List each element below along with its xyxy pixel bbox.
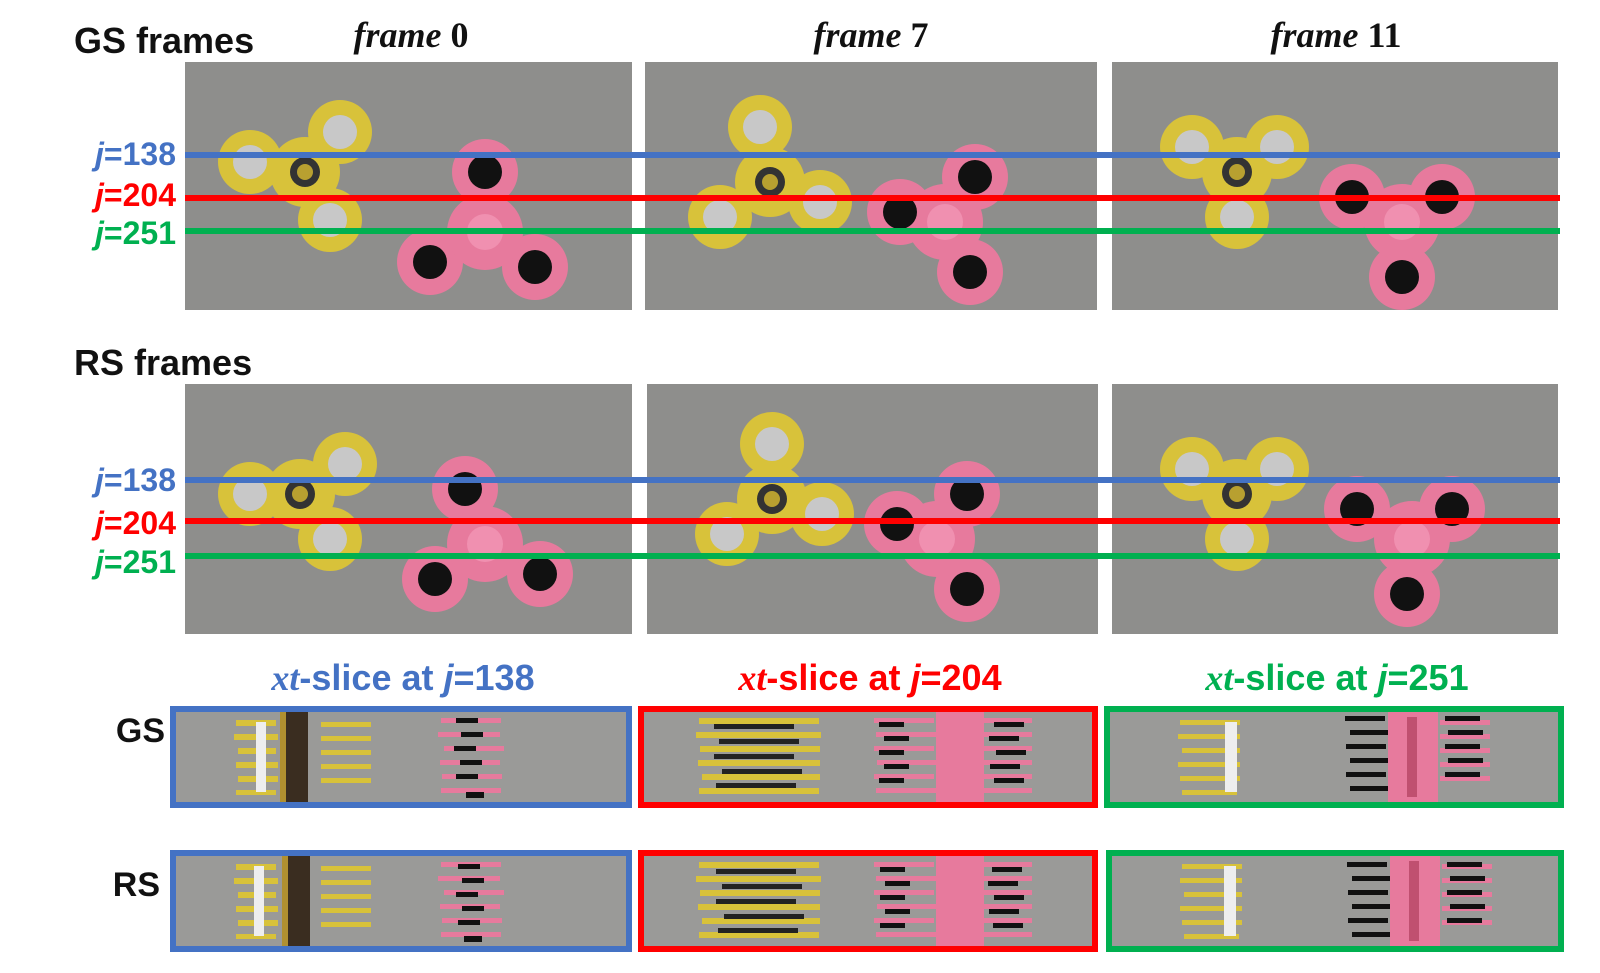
frame-title-0: frame 0 <box>353 15 469 55</box>
gs-slice-251 <box>1104 706 1564 808</box>
gs-frames-label: GS frames <box>74 20 255 61</box>
gs-scanline-label-251: j=251 <box>95 215 176 251</box>
slice-title-251: xt-slice at j=251 <box>1205 657 1469 698</box>
gs-frame-7-image <box>645 62 1097 310</box>
rs-frames-label: RS frames <box>74 342 253 383</box>
frame-title-11: frame 11 <box>1270 15 1402 55</box>
slice-title-204: xt-slice at j=204 <box>738 657 1002 698</box>
slice-title-138: xt-slice at j=138 <box>271 657 535 698</box>
rs-scanline-label-204: j=204 <box>95 505 176 541</box>
gs-frame-0-image <box>185 62 632 310</box>
gs-scanline-138 <box>185 152 1560 158</box>
rs-frame-11-image <box>1112 384 1558 634</box>
rs-slice-251 <box>1106 850 1564 952</box>
gs-scanline-label-204: j=204 <box>95 177 176 213</box>
gs-scanline-204 <box>185 195 1560 201</box>
rs-scanline-251 <box>185 553 1560 559</box>
rs-scanline-label-251: j=251 <box>95 544 176 580</box>
gs-frame-11-image <box>1112 62 1558 310</box>
rs-slice-204 <box>638 850 1098 952</box>
rs-scanline-138 <box>185 477 1560 483</box>
rs-frame-7-image <box>647 384 1098 634</box>
gs-scanline-label-138: j=138 <box>95 136 176 172</box>
slice-row-label-gs: GS <box>115 712 165 750</box>
rs-frame-0-image <box>185 384 632 634</box>
slice-row-label-rs: RS <box>112 866 160 904</box>
gs-slice-138 <box>170 706 632 808</box>
gs-slice-204 <box>638 706 1098 808</box>
rs-scanline-204 <box>185 518 1560 524</box>
rs-slice-138 <box>170 850 632 952</box>
rs-scanline-label-138: j=138 <box>95 462 176 498</box>
frame-title-7: frame 7 <box>813 15 929 55</box>
gs-scanline-251 <box>185 228 1560 234</box>
